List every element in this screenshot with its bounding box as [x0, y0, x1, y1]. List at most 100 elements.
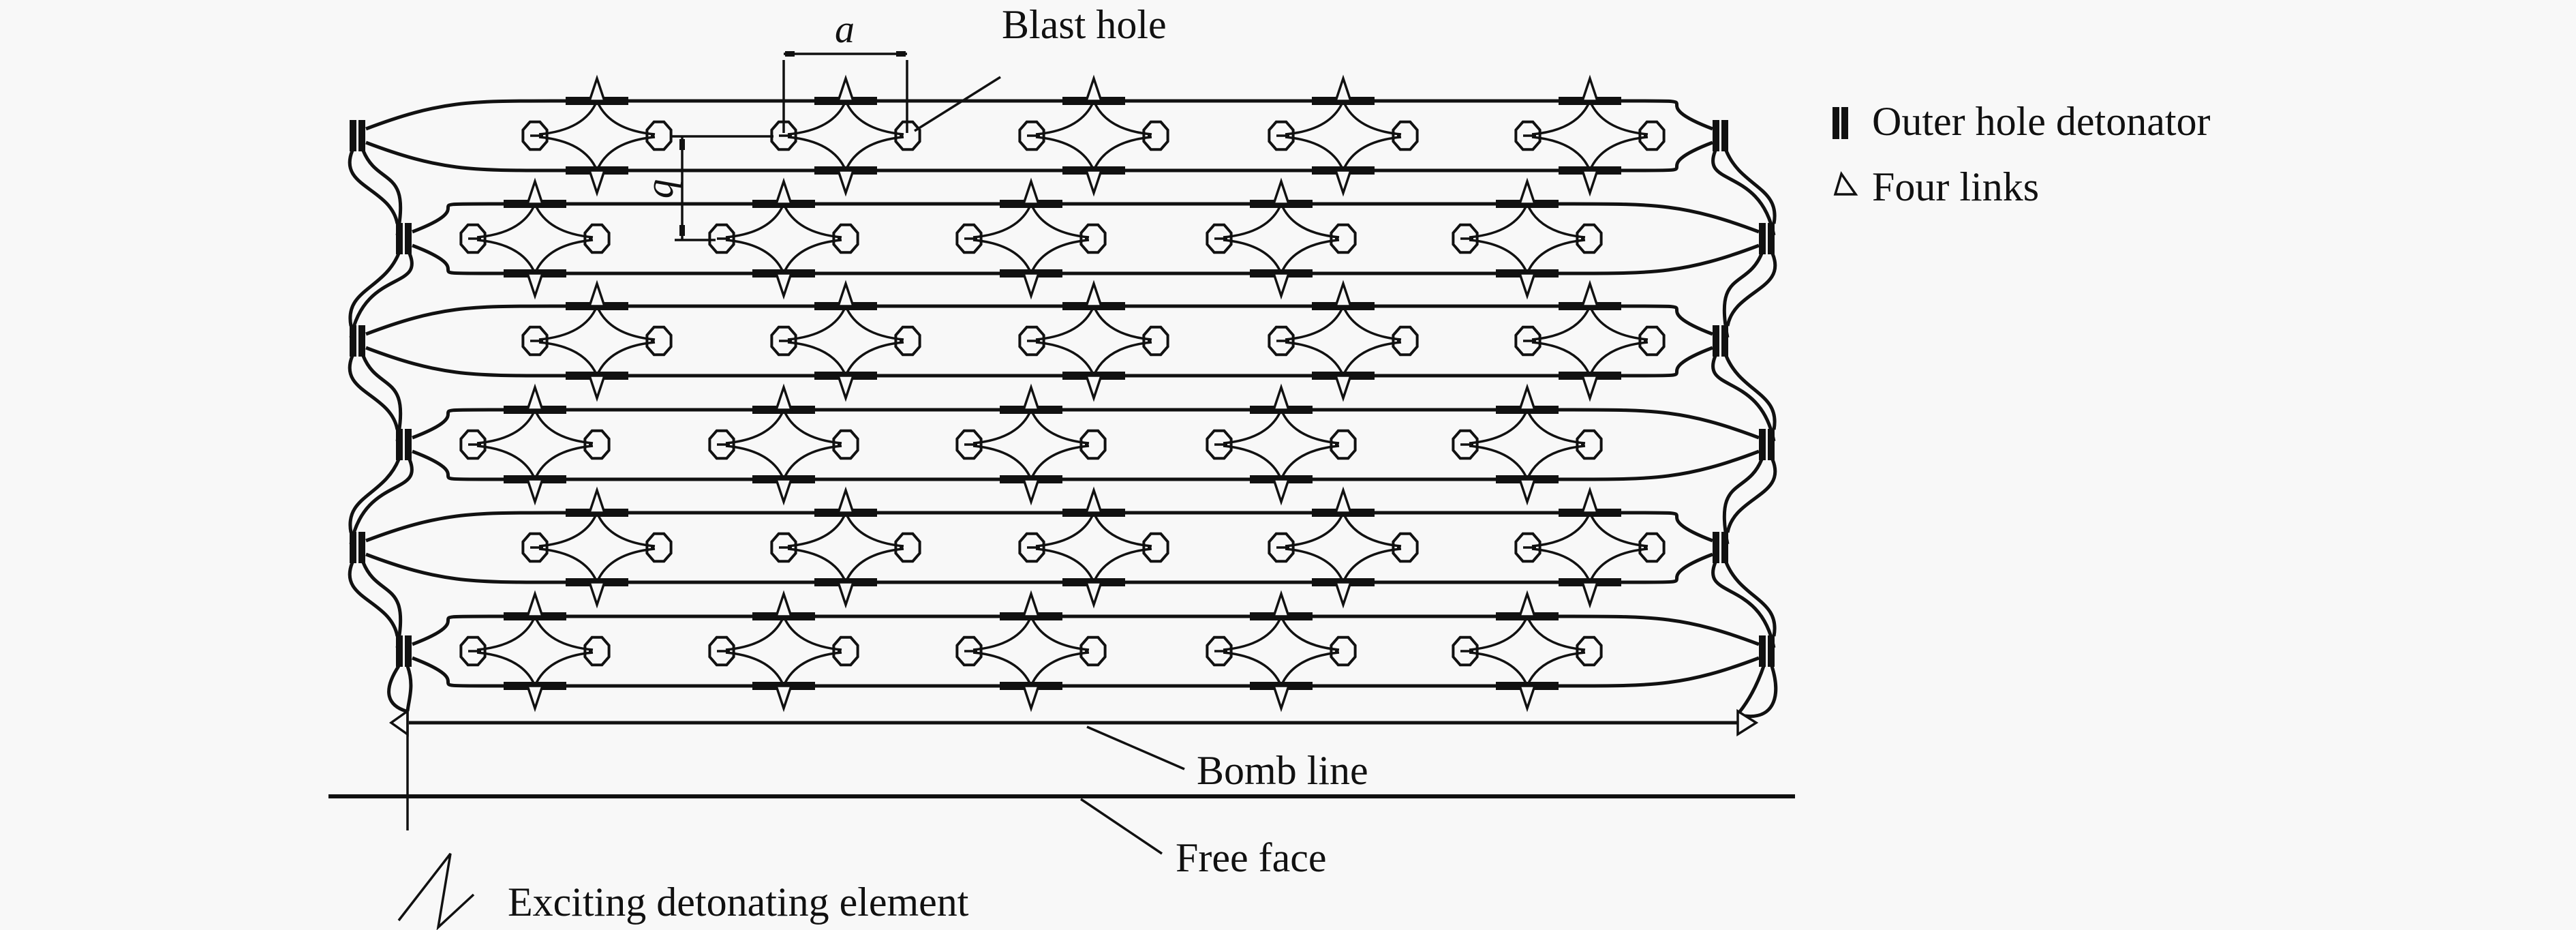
blast-hole	[1514, 120, 1542, 151]
hole-row	[350, 280, 1728, 402]
free-face-label: Free face	[1176, 835, 1326, 880]
blast-hole	[1576, 223, 1603, 254]
blast-hole	[1638, 120, 1666, 151]
four-link-connector	[787, 512, 904, 583]
four-links-triangle-icon	[1022, 478, 1041, 506]
four-links-triangle-icon	[836, 374, 855, 402]
four-links-triangle-icon	[525, 177, 545, 205]
four-link-connector	[1531, 305, 1649, 376]
four-links-triangle-icon	[836, 169, 855, 197]
four-links-triangle-icon	[1518, 272, 1537, 300]
blast-hole	[1268, 325, 1295, 357]
four-link-connector	[476, 203, 594, 274]
four-link-connector	[1285, 512, 1402, 583]
bomb-line-leader	[1086, 725, 1185, 770]
hole-pair-unit	[1268, 280, 1419, 402]
four-links-triangle-icon	[1334, 581, 1353, 609]
four-links-triangle-icon	[1580, 374, 1599, 402]
hole-pair-unit	[770, 486, 921, 609]
hole-pair-unit	[955, 383, 1107, 506]
left-link-cord	[348, 355, 399, 430]
four-links-triangle-icon	[774, 590, 793, 618]
left-link-cord	[348, 562, 399, 637]
four-links-triangle-icon	[525, 272, 545, 300]
four-links-triangle-icon	[836, 486, 855, 514]
hole-row	[350, 486, 1728, 609]
detonating-cord-bottom	[365, 552, 1713, 584]
right-link-cord	[1711, 562, 1776, 648]
four-links-triangle-icon	[1084, 374, 1103, 402]
blast-hole	[1638, 532, 1666, 563]
outer-hole-detonator-icon	[1833, 107, 1839, 139]
blast-hole	[1514, 325, 1542, 357]
hole-pair-unit	[1018, 280, 1169, 402]
four-links-triangle-icon	[774, 685, 793, 712]
blast-hole	[770, 325, 797, 357]
right-link-cord	[1726, 253, 1777, 327]
hole-pair-unit	[1514, 74, 1666, 197]
hole-pair-unit	[1268, 74, 1419, 197]
blast-hole	[459, 429, 487, 460]
left-link-cord	[405, 665, 413, 712]
blast-hole	[1452, 635, 1479, 667]
hole-pair-unit	[770, 280, 921, 402]
left-link-cord	[348, 253, 401, 327]
blast-hole	[1079, 635, 1107, 667]
blast-hole	[832, 635, 859, 667]
right-link-cord	[1738, 665, 1766, 714]
detonating-cord-bottom	[365, 140, 1713, 172]
four-links-triangle-icon	[1022, 177, 1041, 205]
outer-hole-detonator-icon	[1768, 223, 1775, 254]
four-links-triangle-icon	[1580, 280, 1599, 308]
four-links-triangle-icon	[1518, 685, 1537, 712]
four-links-triangle-icon	[525, 685, 545, 712]
hole-pair-unit	[459, 383, 611, 506]
legend-item-four-links: Four links	[1833, 164, 2039, 209]
legend-label-four-links: Four links	[1872, 164, 2039, 209]
blast-hole	[583, 223, 611, 254]
four-links-triangle-icon	[525, 590, 545, 618]
four-links-triangle-icon	[1518, 478, 1537, 506]
four-link-connector	[1531, 512, 1649, 583]
four-link-connector	[787, 100, 904, 171]
four-link-connector	[1223, 409, 1340, 480]
blast-hole	[1330, 429, 1357, 460]
outer-hole-detonator-icon	[350, 325, 356, 357]
outer-hole-detonator-icon	[1721, 325, 1728, 357]
hole-pair-unit	[1206, 383, 1357, 506]
four-links-triangle-icon	[1022, 685, 1041, 712]
outer-hole-detonator-icon	[350, 120, 356, 151]
blast-hole	[955, 223, 983, 254]
hole-pair-unit	[1452, 590, 1603, 712]
four-links-triangle-icon	[1084, 280, 1103, 308]
four-links-triangle-icon	[587, 74, 607, 102]
bomb-line-label: Bomb line	[1197, 748, 1368, 793]
right-link-cord	[1744, 665, 1778, 719]
exciting-element-label: Exciting detonating element	[508, 880, 969, 925]
blast-hole	[1206, 635, 1233, 667]
left-link-cord	[361, 355, 403, 442]
dimension-b-label: b	[645, 179, 690, 198]
hole-pair-unit	[1018, 486, 1169, 609]
legend: Outer hole detonator Four links	[1833, 99, 2211, 209]
detonating-cord-bottom	[365, 346, 1713, 378]
four-links-triangle-icon	[587, 581, 607, 609]
hole-pair-unit	[708, 177, 859, 300]
four-links-triangle-icon	[1518, 590, 1537, 618]
blast-hole	[583, 429, 611, 460]
hole-pair-unit	[1514, 486, 1666, 609]
hole-pair-unit	[1268, 486, 1419, 609]
outer-hole-detonator-icon	[1759, 223, 1766, 254]
four-links-triangle-icon	[1580, 169, 1599, 197]
exciting-element-group: Exciting detonating element	[397, 852, 969, 930]
blast-hole	[1142, 532, 1169, 563]
four-link-connector	[1469, 616, 1586, 687]
four-link-connector	[1035, 512, 1152, 583]
four-links-triangle-icon	[1580, 74, 1599, 102]
blast-hole	[1576, 429, 1603, 460]
outer-hole-detonator-icon	[396, 635, 403, 667]
blast-hole	[645, 325, 673, 357]
four-links-triangle-icon	[1833, 171, 1858, 196]
four-links-triangle-icon	[836, 74, 855, 102]
blast-hole	[1206, 223, 1233, 254]
